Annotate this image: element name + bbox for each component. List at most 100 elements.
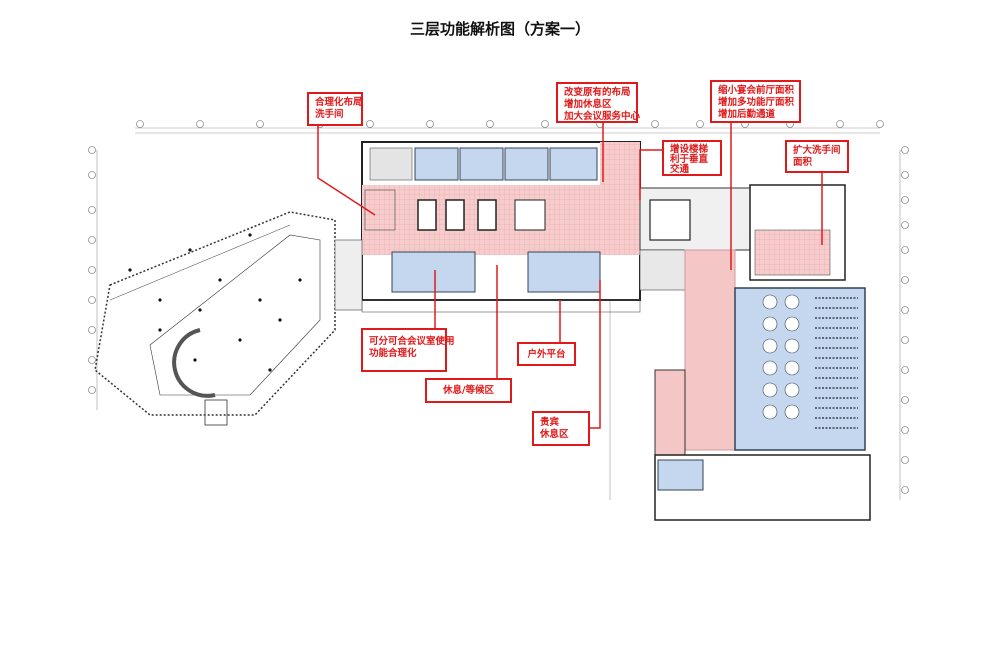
column-dot [128, 268, 132, 272]
axis-bubble [136, 120, 144, 128]
annotation-banquet-foyer: 缩小宴会前厅面积 增加多功能厅面积 增加后勤通道 [710, 80, 801, 123]
axis-grid [96, 127, 901, 500]
central-block [334, 141, 641, 313]
axis-bubble [88, 296, 96, 304]
spiral-stair [172, 328, 216, 398]
banquet-table [762, 404, 778, 420]
banquet-table [784, 382, 800, 398]
axis-bubble [901, 366, 909, 374]
annotation-text: 休息/等候区 [443, 385, 494, 396]
multifunction-hall [734, 287, 866, 451]
axis-bubble [901, 146, 909, 154]
banquet-table [762, 338, 778, 354]
leader-line [317, 125, 376, 216]
axis-bubble [901, 246, 909, 254]
annotation-service-center: 改变原有的布局 增加休息区 加大会议服务中心 [556, 82, 641, 123]
axis-bubble [901, 456, 909, 464]
banquet-table [784, 404, 800, 420]
plaza-inner [149, 234, 321, 396]
axis-bubble [901, 196, 909, 204]
column-dot [248, 233, 252, 237]
banquet-table [762, 294, 778, 310]
axis-bubble [88, 146, 96, 154]
left-plaza-wing [94, 211, 336, 426]
lobby [639, 249, 686, 291]
meeting-room [414, 147, 459, 181]
divisible-meeting-room [527, 251, 601, 293]
meeting-room [504, 147, 549, 181]
banquet-foyer [684, 249, 736, 451]
axis-bubble [541, 120, 549, 128]
annotation-text: 增设楼梯 [670, 144, 709, 155]
annotation-new-stair: 增设楼梯 利于垂直 交通 [662, 140, 722, 176]
axis-bubble [901, 336, 909, 344]
annotation-washroom-layout: 合理化布局 洗手间 [307, 92, 363, 126]
banquet-table [762, 382, 778, 398]
axis-bubble [366, 120, 374, 128]
vip-lounge [654, 369, 686, 456]
annotation-outdoor-terrace: 户外平台 [517, 342, 576, 366]
divisible-meeting-room [391, 251, 476, 293]
axis-bubble [901, 276, 909, 284]
elevator-core [445, 199, 465, 231]
axis-bubble [88, 236, 96, 244]
annotation-text: 休息区 [540, 429, 569, 440]
annotation-text: 改变原有的布局 [564, 87, 631, 98]
axis-bubble [901, 396, 909, 404]
annotation-text: 增加休息区 [564, 99, 612, 110]
annotation-text: 贵宾 [540, 417, 560, 428]
annotation-text: 面积 [793, 157, 813, 168]
diagram-title: 三层功能解析图（方案一） [409, 20, 590, 38]
axis-bubble [696, 120, 704, 128]
annotation-text: 利于垂直 [670, 154, 709, 165]
axis-bubble [901, 426, 909, 434]
axis-bubble [88, 326, 96, 334]
annotation-text: 缩小宴会前厅面积 [718, 85, 795, 96]
column-dots [128, 233, 302, 372]
annotation-text: 加大会议服务中心 [564, 111, 641, 122]
leader-line [590, 280, 601, 429]
annotation-text: 增加多功能厅面积 [718, 97, 795, 108]
leader-lines [317, 122, 823, 429]
column-dot [188, 248, 192, 252]
small-room [657, 459, 704, 491]
washroom [364, 189, 396, 231]
annotation-washroom-enlarge: 扩大洗手间 面积 [785, 140, 849, 173]
annotation-text: 洗手间 [315, 109, 344, 120]
column-dot [278, 318, 282, 322]
annotation-text: 扩大洗手间 [793, 145, 841, 156]
annotation-vip-lounge: 贵宾 休息区 [532, 411, 590, 446]
banquet-tables [762, 294, 858, 429]
axis-bubble [196, 120, 204, 128]
banquet-table [784, 360, 800, 376]
axis-bubbles [88, 120, 909, 494]
axis-bubble [88, 171, 96, 179]
annotation-text: 交通 [670, 164, 690, 175]
banquet-table [784, 294, 800, 310]
stair-landing [204, 399, 228, 426]
elevator-core [417, 199, 437, 231]
column-dot [238, 338, 242, 342]
annotation-text: 合理化布局 [315, 97, 363, 108]
annotation-divisible-rooms: 可分可合会议室使用 功能合理化 [361, 328, 455, 372]
axis-bubble [876, 120, 884, 128]
column-dot [158, 298, 162, 302]
column-dot [218, 278, 222, 282]
annotation-waiting-area: 休息/等候区 [425, 378, 512, 403]
plaza-outline [94, 211, 336, 416]
east-block [639, 184, 871, 521]
annotation-text: 户外平台 [527, 349, 566, 360]
storage-room [369, 147, 413, 181]
axis-bubble [651, 120, 659, 128]
axis-bubble [88, 356, 96, 364]
circulation-area [362, 185, 640, 255]
annotation-text: 可分可合会议室使用 [369, 336, 455, 347]
axis-bubble [486, 120, 494, 128]
outdoor-terrace-edge [361, 299, 641, 313]
banquet-table [784, 338, 800, 354]
column-dot [298, 278, 302, 282]
elevator-core [477, 199, 497, 231]
annotation-text: 功能合理化 [369, 348, 417, 359]
connector [334, 239, 363, 311]
